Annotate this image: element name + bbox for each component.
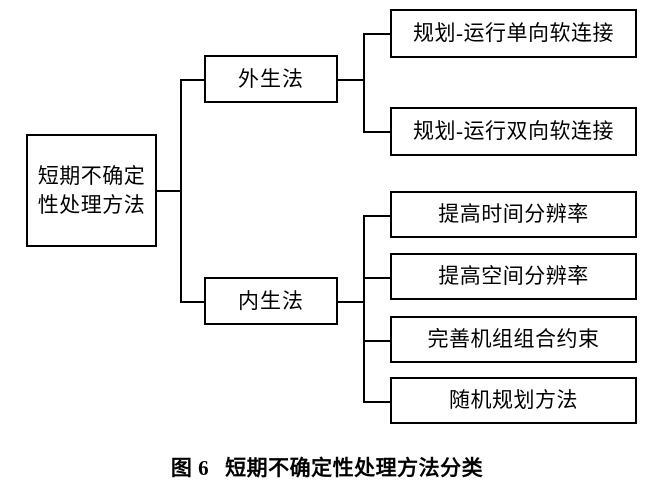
connector-endogenous-stub (337, 301, 365, 303)
node-branch-endogenous[interactable]: 内生法 (204, 277, 338, 325)
connector-endogenous-to-leaf-2 (363, 277, 392, 279)
connector-endogenous-to-leaf-3 (363, 340, 392, 342)
figure-caption-text: 短期不确定性处理方法分类 (225, 456, 484, 480)
connector-exogenous-to-leaf-2 (363, 131, 392, 133)
node-leaf-spatial-resolution-label: 提高空间分辨率 (438, 264, 589, 289)
node-leaf-stochastic-planning[interactable]: 随机规划方法 (390, 377, 637, 424)
connector-root-stub (156, 190, 182, 192)
node-leaf-spatial-resolution[interactable]: 提高空间分辨率 (390, 253, 637, 300)
figure-caption: 图 6 短期不确定性处理方法分类 (0, 452, 654, 482)
connector-trunk-to-branch-endogenous (180, 301, 206, 303)
node-branch-endogenous-label: 内生法 (238, 288, 304, 313)
connector-exogenous-stub (337, 79, 365, 81)
connector-endogenous-trunk (363, 215, 365, 403)
node-leaf-one-way-soft-link[interactable]: 规划-运行单向软连接 (390, 9, 637, 58)
node-leaf-two-way-soft-link-label: 规划-运行双向软连接 (413, 119, 614, 144)
connector-endogenous-to-leaf-1 (363, 215, 392, 217)
connector-root-trunk (180, 79, 182, 303)
node-leaf-temporal-resolution[interactable]: 提高时间分辨率 (390, 191, 637, 238)
node-leaf-unit-commitment-label: 完善机组组合约束 (427, 327, 600, 352)
node-root-label: 短期不确定 性处理方法 (37, 164, 146, 217)
connector-trunk-to-branch-exogenous (180, 79, 206, 81)
node-leaf-unit-commitment[interactable]: 完善机组组合约束 (390, 316, 637, 363)
node-root[interactable]: 短期不确定 性处理方法 (26, 134, 157, 247)
figure-caption-number: 图 6 (170, 456, 210, 480)
connector-exogenous-trunk (363, 33, 365, 133)
node-leaf-stochastic-planning-label: 随机规划方法 (449, 388, 578, 413)
connector-exogenous-to-leaf-1 (363, 33, 392, 35)
node-leaf-temporal-resolution-label: 提高时间分辨率 (438, 202, 589, 227)
node-branch-exogenous[interactable]: 外生法 (204, 55, 338, 103)
node-branch-exogenous-label: 外生法 (238, 66, 304, 91)
node-leaf-one-way-soft-link-label: 规划-运行单向软连接 (413, 21, 614, 46)
node-leaf-two-way-soft-link[interactable]: 规划-运行双向软连接 (390, 107, 637, 156)
connector-endogenous-to-leaf-4 (363, 401, 392, 403)
